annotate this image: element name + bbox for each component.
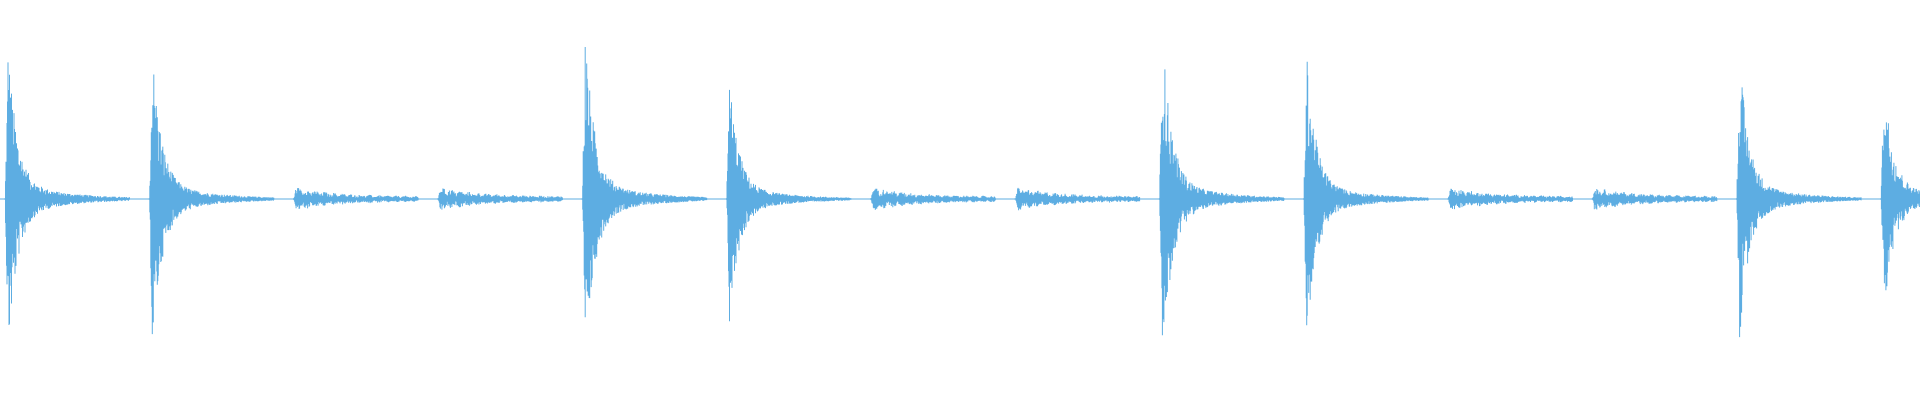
waveform-hit-trace [437,188,563,210]
waveform-hit-trace [581,47,708,318]
waveform-hit-trace [870,188,996,210]
waveform-hit-trace [1736,87,1862,338]
waveform-hit-trace [1591,189,1718,210]
waveform-hit-trace [1303,61,1429,326]
waveform-hit-1 [4,62,130,325]
waveform-hit-trace [1014,187,1141,211]
waveform-hit-14 [1880,122,1920,291]
waveform-hit-trace [1880,122,1920,291]
waveform-hits [4,47,1920,338]
waveform-hit-2 [148,74,275,335]
waveform-hit-trace [293,188,419,209]
waveform-hit-11 [1447,188,1573,210]
waveform-hit-7 [870,188,996,210]
waveform-hit-12 [1591,189,1718,210]
waveform-hit-8 [1014,187,1141,211]
waveform-hit-5 [581,47,708,318]
waveform-hit-4 [437,188,563,210]
waveform-hit-10 [1303,61,1429,326]
waveform-hit-6 [726,89,852,322]
waveform-hit-trace [148,74,275,335]
waveform-hit-trace [1158,69,1285,336]
waveform-hit-trace [4,62,130,325]
waveform-hit-trace [726,89,852,322]
waveform-hit-3 [293,188,419,209]
waveform-hit-13 [1736,87,1862,338]
waveform-hit-9 [1158,69,1285,336]
waveform-hit-trace [1447,188,1573,210]
